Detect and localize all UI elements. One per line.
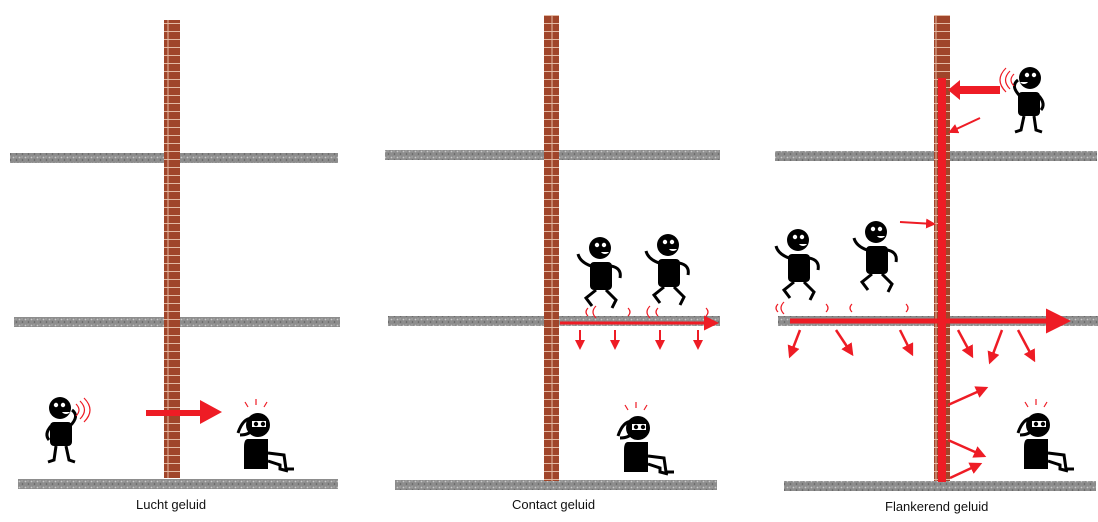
panel-flanking [774, 15, 1098, 491]
listening-person-figure [616, 400, 676, 476]
impact-lines [775, 301, 909, 315]
sound-arrow [948, 117, 981, 134]
radiation-arrow [956, 329, 974, 359]
jumping-person-figure [644, 232, 690, 307]
jumping-person-figure [852, 219, 898, 294]
caption-airborne: Lucht geluid [136, 497, 207, 512]
jumping-person-figure [774, 227, 820, 302]
sound-arrow [899, 218, 936, 229]
brick-wall [164, 20, 180, 478]
caption-flanking: Flankerend geluid [885, 499, 989, 514]
radiation-arrow [987, 329, 1004, 365]
flanking-path [938, 78, 946, 482]
sound-arrow [146, 400, 222, 424]
shouting-person-figure [998, 65, 1045, 134]
panel-airborne [10, 20, 340, 489]
radiation-arrow [898, 329, 914, 357]
listening-person-figure [1016, 397, 1076, 473]
jumping-person-figure [576, 235, 622, 310]
panel-contact [385, 15, 720, 490]
listening-person-figure [236, 397, 296, 473]
radiation-arrow [949, 462, 983, 480]
floor-slab [784, 481, 1096, 491]
radiation-arrow [947, 438, 987, 458]
radiation-arrow [834, 329, 854, 357]
radiation-arrow [1016, 329, 1036, 363]
brick-wall [544, 15, 559, 481]
radiation-arrow [947, 386, 989, 407]
sound-arrow [948, 80, 1000, 100]
floor-slab [18, 479, 338, 489]
radiation-arrow [787, 329, 802, 359]
caption-contact: Contact geluid [512, 497, 596, 512]
shouting-person-figure [45, 395, 92, 464]
impact-lines [585, 305, 709, 319]
floor-slab [395, 480, 717, 490]
